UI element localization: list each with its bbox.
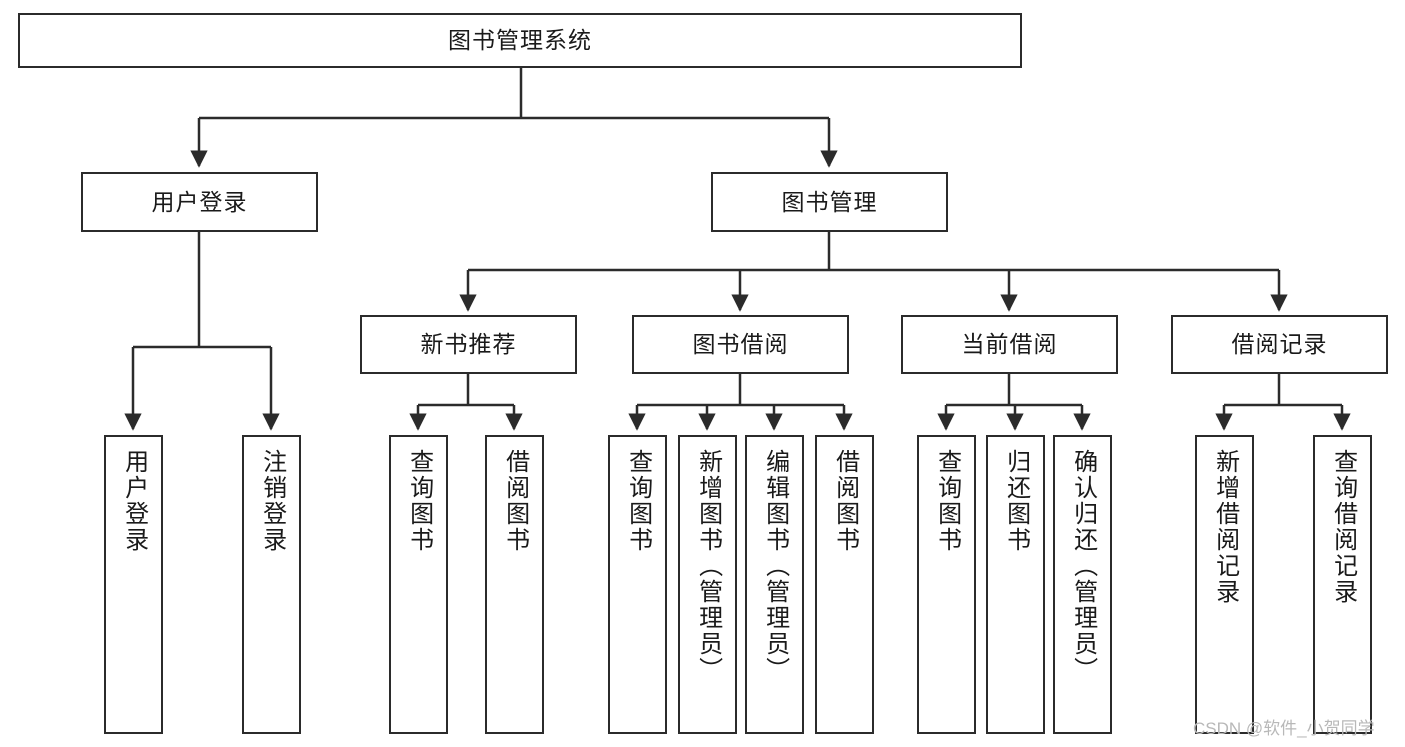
node-leaf-user-login-label: 用户登录: [120, 449, 148, 553]
node-leaf-query-book-3-label: 查询图书: [933, 449, 961, 553]
node-leaf-query-book-3[interactable]: 查询图书: [917, 435, 976, 734]
node-leaf-edit-book-label: 编辑图书（管理员）: [761, 449, 789, 683]
csdn-watermark: CSDN @软件_小贺同学: [1193, 719, 1375, 738]
node-new-book-recommend-label: 新书推荐: [420, 331, 517, 358]
node-current-borrow-label: 当前借阅: [961, 331, 1058, 358]
node-root[interactable]: 图书管理系统: [18, 13, 1022, 68]
node-leaf-add-book[interactable]: 新增图书（管理员）: [678, 435, 737, 734]
node-leaf-query-record[interactable]: 查询借阅记录: [1313, 435, 1372, 734]
node-leaf-add-book-label: 新增图书（管理员）: [694, 449, 722, 683]
node-leaf-query-record-label: 查询借阅记录: [1329, 449, 1357, 605]
node-borrow-record[interactable]: 借阅记录: [1171, 315, 1388, 374]
node-book-borrow-label: 图书借阅: [692, 331, 789, 358]
node-leaf-return-book-label: 归还图书: [1002, 449, 1030, 553]
node-leaf-query-book-1-label: 查询图书: [405, 449, 433, 553]
node-user-login-label: 用户登录: [151, 188, 248, 215]
node-leaf-user-login[interactable]: 用户登录: [104, 435, 163, 734]
node-leaf-query-book-2[interactable]: 查询图书: [608, 435, 667, 734]
node-current-borrow[interactable]: 当前借阅: [901, 315, 1118, 374]
node-leaf-logout[interactable]: 注销登录: [242, 435, 301, 734]
node-leaf-query-book-1[interactable]: 查询图书: [389, 435, 448, 734]
node-book-management[interactable]: 图书管理: [711, 172, 948, 232]
node-new-book-recommend[interactable]: 新书推荐: [360, 315, 577, 374]
node-leaf-borrow-book-1-label: 借阅图书: [501, 449, 529, 553]
node-leaf-borrow-book-1[interactable]: 借阅图书: [485, 435, 544, 734]
node-root-label: 图书管理系统: [448, 27, 592, 54]
node-leaf-edit-book[interactable]: 编辑图书（管理员）: [745, 435, 804, 734]
node-leaf-borrow-book-2[interactable]: 借阅图书: [815, 435, 874, 734]
node-leaf-borrow-book-2-label: 借阅图书: [831, 449, 859, 553]
node-book-management-label: 图书管理: [781, 188, 878, 215]
node-leaf-add-record[interactable]: 新增借阅记录: [1195, 435, 1254, 734]
node-leaf-confirm-return[interactable]: 确认归还（管理员）: [1053, 435, 1112, 734]
node-leaf-add-record-label: 新增借阅记录: [1211, 449, 1239, 605]
node-leaf-return-book[interactable]: 归还图书: [986, 435, 1045, 734]
node-borrow-record-label: 借阅记录: [1231, 331, 1328, 358]
node-user-login[interactable]: 用户登录: [81, 172, 318, 232]
node-book-borrow[interactable]: 图书借阅: [632, 315, 849, 374]
node-leaf-confirm-return-label: 确认归还（管理员）: [1069, 449, 1097, 683]
node-leaf-query-book-2-label: 查询图书: [624, 449, 652, 553]
node-leaf-logout-label: 注销登录: [258, 449, 286, 553]
